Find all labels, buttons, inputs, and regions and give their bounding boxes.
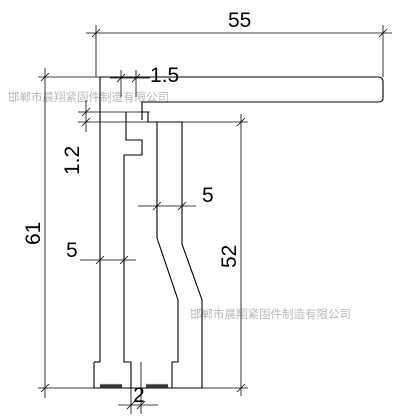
dim-base-gap: 2 xyxy=(118,384,158,414)
dim-leg-thickness-left: 5 xyxy=(66,239,136,265)
top-plate-outline xyxy=(99,76,384,112)
label-top-plate-thickness: 1.5 xyxy=(150,64,179,87)
thread-hatching xyxy=(99,362,169,389)
label-inner-height: 52 xyxy=(218,245,241,268)
dim-top-plate-thickness: 1.5 xyxy=(110,64,179,97)
dim-overall-height: 61 xyxy=(22,68,100,398)
label-leg-thickness-left: 5 xyxy=(66,239,78,262)
label-overall-width: 55 xyxy=(228,9,251,32)
label-step-height: 1.2 xyxy=(61,146,84,175)
label-base-gap: 2 xyxy=(133,384,145,407)
leg-inner-edge xyxy=(156,237,179,388)
dim-inner-height: 52 xyxy=(182,114,248,396)
watermark-upper: 邯郸市晨翔紧固件制造有限公司 xyxy=(8,90,169,104)
step-outline xyxy=(142,111,158,238)
watermark-lower: 邯郸市晨翔紧固件制造有限公司 xyxy=(190,307,351,321)
label-overall-height: 61 xyxy=(22,222,45,245)
leg-outer-edge xyxy=(181,122,203,388)
dim-leg-thickness-right: 5 xyxy=(138,184,214,211)
stem-left-inner-edge xyxy=(123,112,143,388)
profile-outline xyxy=(93,76,384,389)
dim-step-height: 1.2 xyxy=(61,100,150,175)
label-leg-thickness-right: 5 xyxy=(202,184,214,207)
dim-overall-width: 55 xyxy=(86,9,392,77)
